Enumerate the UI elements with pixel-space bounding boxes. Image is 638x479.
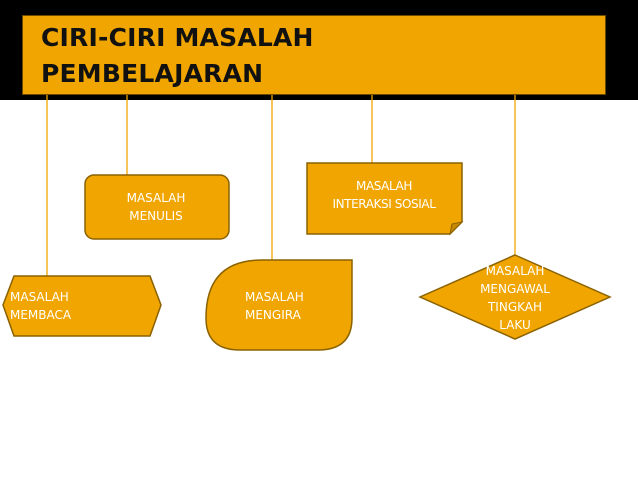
node-mengira-line-2: MENGIRA xyxy=(245,308,301,322)
title-box: CIRI-CIRI MASALAH PEMBELAJARAN xyxy=(22,15,606,95)
node-mengawal-line-3: TINGKAH xyxy=(487,300,543,314)
node-mengawal-tingkah-laku-label: MASALAH MENGAWAL TINGKAH LAKU xyxy=(470,262,560,334)
node-interaksi-sosial-label: MASALAH INTERAKSI SOSIAL xyxy=(311,177,457,213)
node-mengawal-tingkah-laku-shape xyxy=(418,254,612,340)
title-line-2: PEMBELAJARAN xyxy=(41,59,264,88)
node-membaca-shape xyxy=(2,275,162,337)
node-membaca-line-2: MEMBACA xyxy=(10,308,72,322)
node-mengira-label: MASALAH MENGIRA xyxy=(245,288,345,324)
node-mengawal-line-1: MASALAH xyxy=(485,264,545,278)
node-mengawal-line-4: LAKU xyxy=(499,318,531,332)
node-interaksi-sosial-line-1: MASALAH xyxy=(355,179,412,193)
node-membaca-line-1: MASALAH xyxy=(10,290,69,304)
node-interaksi-sosial-line-2: INTERAKSI SOSIAL xyxy=(332,197,436,211)
node-membaca-label: MASALAH MEMBACA xyxy=(10,288,150,324)
node-mengira-line-1: MASALAH xyxy=(245,290,304,304)
node-menulis-line-2: MENULIS xyxy=(129,209,183,223)
node-menulis-label: MASALAH MENULIS xyxy=(100,189,212,225)
node-mengawal-line-2: MENGAWAL xyxy=(480,282,550,296)
title-line-1: CIRI-CIRI MASALAH xyxy=(41,23,314,52)
node-mengira-shape xyxy=(205,259,353,351)
node-menulis-shape xyxy=(84,174,230,240)
page-title: CIRI-CIRI MASALAH PEMBELAJARAN xyxy=(41,20,314,92)
node-interaksi-sosial-fold xyxy=(449,221,464,236)
node-menulis-line-1: MASALAH xyxy=(126,191,186,205)
